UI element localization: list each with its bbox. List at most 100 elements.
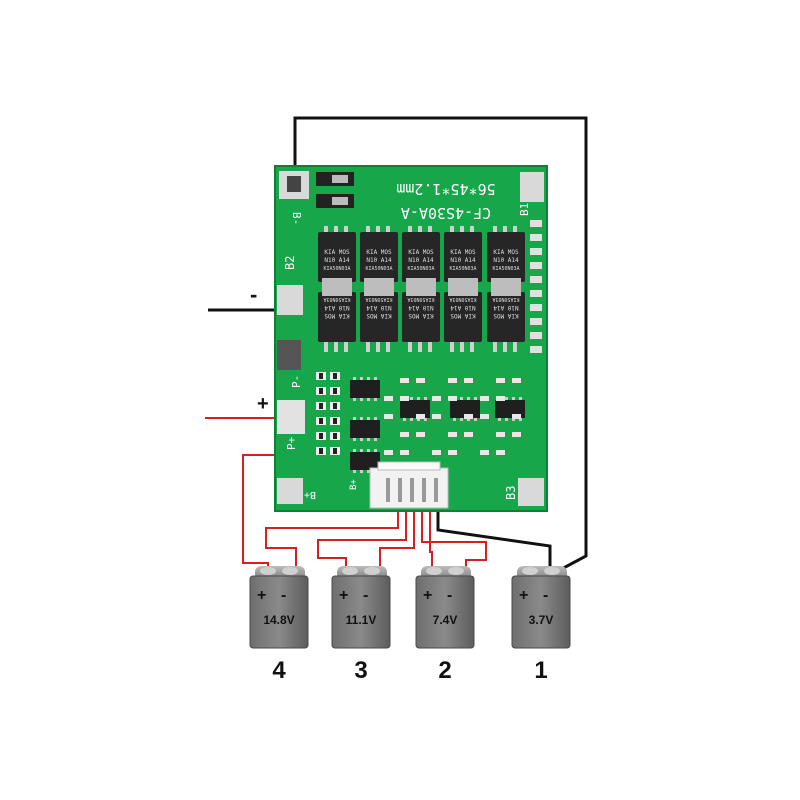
battery-body [415,575,475,649]
smd-resistor [530,290,542,297]
mosfet-label: N10 A14 [366,257,392,264]
b3-label: B3 [504,486,518,500]
smd-capacitor [448,450,457,455]
balance-black-wire [436,500,552,572]
mosfet-label: N10 A14 [408,257,434,264]
balance-wire-3b [379,495,415,572]
mosfet-label: KIA MOS [324,249,350,256]
battery-cell: +- 3.7V 1 [511,566,571,684]
ground-pad [277,340,301,370]
balance-wire-2 [421,495,487,572]
battery-number: 1 [534,657,547,684]
battery-terminal [282,567,298,575]
battery-body [249,575,309,649]
battery-plus-sign: + [519,587,528,604]
smd-capacitor [432,450,441,455]
mosfet-label: KIA50N03A [449,296,476,302]
mosfet-label: KIA50N03A [365,296,392,302]
smd-capacitor [416,378,425,383]
mosfet-label: KIA MOS [366,312,392,319]
smd-resistor [530,276,542,283]
mosfet-label: N10 A14 [493,304,519,311]
battery-voltage: 7.4V [433,613,458,627]
mosfet-label: KIA MOS [366,249,392,256]
smd-resistor [530,318,542,325]
bms-board: B- 56*45*1.2mm CF-4S30A-A B1 B2 KIA MOSN… [274,165,548,512]
mosfet-label: KIA MOS [324,312,350,319]
smd-capacitor [480,450,489,455]
smd-capacitor [512,432,521,437]
mosfet-label: KIA50N03A [365,266,392,272]
balance-wire-2b [429,495,433,572]
battery-terminal [426,567,442,575]
smd-capacitor [496,432,505,437]
battery-minus-sign: - [281,587,286,604]
ic-chip [350,380,380,398]
b-plus-small-label: B+ [304,489,316,500]
mosfet-label: KIA MOS [450,312,476,319]
battery-minus-sign: - [543,587,548,604]
battery-cell: +-7.4V2 [415,566,475,684]
battery-terminal [342,567,358,575]
smd-resistor [530,234,542,241]
mosfet-label: KIA50N03A [407,296,434,302]
mosfet-label: KIA50N03A [323,296,350,302]
smd-capacitor [480,414,489,419]
battery-voltage: 14.8V [263,613,294,627]
smd-capacitor [512,378,521,383]
battery-terminal [522,567,538,575]
battery-minus-sign: - [447,587,452,604]
mosfet-label: KIA50N03A [492,266,519,272]
ic-chip [495,400,525,418]
board-model-text: CF-4S30A-A [401,204,491,222]
b-plus-pad [277,478,303,504]
ic-chip [450,400,480,418]
b3-pad [518,478,544,506]
mosfet-label: N10 A14 [324,257,350,264]
smd-resistor [530,332,542,339]
smd-capacitor [448,378,457,383]
battery-terminal [544,567,560,575]
b1-label: B1 [518,203,531,216]
output-minus-sign: - [250,282,257,307]
battery-cell: +-14.8V4 [249,566,309,684]
smd-capacitor [416,432,425,437]
smd-resistor [530,346,542,353]
battery-terminal [364,567,380,575]
battery-voltage: 3.7V [529,613,554,627]
battery-body [331,575,391,649]
smd-capacitor [400,432,409,437]
smd-capacitor [400,378,409,383]
smd-capacitor [384,396,393,401]
balance-wire-4 [265,495,399,572]
battery-number: 3 [354,657,367,684]
smd-capacitor [464,378,473,383]
mosfet-label: KIA MOS [493,312,519,319]
smd-capacitor [496,378,505,383]
battery-cell: +-11.1V3 [331,566,391,684]
smd-capacitor [464,414,473,419]
smd-capacitor [400,396,409,401]
battery-body [511,575,571,649]
mosfet-label: KIA MOS [408,249,434,256]
smd-capacitor [496,396,505,401]
mosfet-label: KIA MOS [450,249,476,256]
smd-resistor [530,220,542,227]
mosfet-label: KIA MOS [493,249,519,256]
battery-terminal [260,567,276,575]
mosfet-label: N10 A14 [366,304,392,311]
mosfet-label: KIA50N03A [492,296,519,302]
b-plus-top-pad [520,172,544,202]
b-minus-label: B- [290,212,303,225]
mosfet-label: KIA50N03A [407,266,434,272]
smd-resistor [530,262,542,269]
mosfet-label: N10 A14 [408,304,434,311]
smd-capacitor [384,414,393,419]
